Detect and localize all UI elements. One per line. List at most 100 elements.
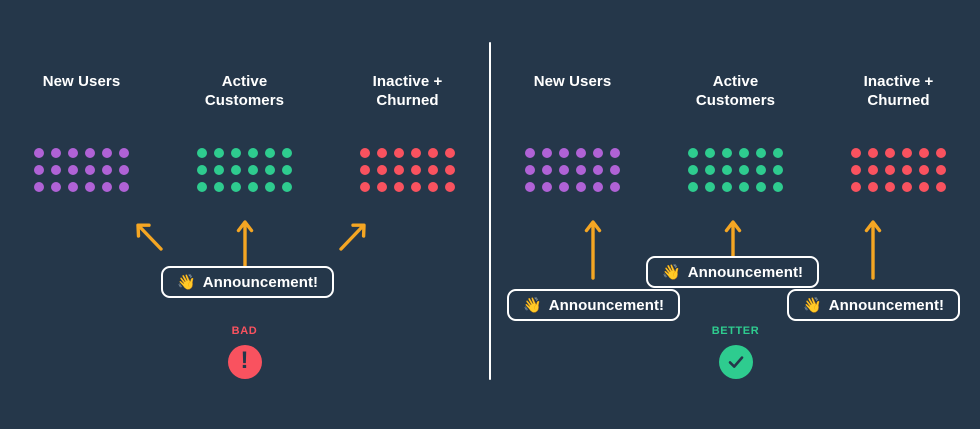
arrow-inactive-churned [863, 218, 883, 280]
dot-grids-better [491, 148, 980, 192]
dot [265, 182, 275, 192]
column-heading-new-users: New Users [533, 73, 612, 90]
dot [231, 148, 241, 158]
dot [265, 148, 275, 158]
announcement-pill-new-users[interactable]: 👋 Announcement! [507, 289, 681, 321]
dot [593, 165, 603, 175]
announcement-label: Announcement! [687, 263, 804, 281]
dot [773, 148, 783, 158]
dot [722, 182, 732, 192]
dot-grid [34, 148, 129, 192]
dot-grid-cell-new-users [491, 148, 654, 192]
announcement-label: Announcement! [202, 273, 319, 291]
verdict-better: BETTER [491, 325, 980, 379]
dot [265, 165, 275, 175]
dot [722, 165, 732, 175]
dot [360, 182, 370, 192]
dot [394, 182, 404, 192]
dot [197, 165, 207, 175]
dot [51, 148, 61, 158]
dot [119, 165, 129, 175]
dot [197, 182, 207, 192]
dot [85, 182, 95, 192]
dot [68, 165, 78, 175]
up-left-arrow-icon [136, 223, 163, 251]
dot [739, 182, 749, 192]
dot [102, 165, 112, 175]
dot [902, 148, 912, 158]
dot [411, 165, 421, 175]
dot [705, 148, 715, 158]
dot [248, 148, 258, 158]
announcement-label: Announcement! [828, 296, 945, 314]
dot [525, 148, 535, 158]
announcement-pill-active-customers[interactable]: 👋 Announcement! [646, 256, 820, 288]
dot [445, 165, 455, 175]
panel-better: New Users Active Customers Inactive + Ch… [491, 0, 980, 429]
dot-grid-cell-inactive-churned [326, 148, 489, 192]
waving-hand-icon: 👋 [523, 296, 542, 314]
dot [688, 182, 698, 192]
dot [885, 165, 895, 175]
dot [542, 165, 552, 175]
verdict-badge-glyph: ! [240, 347, 249, 374]
dot [705, 165, 715, 175]
arrow-inactive-churned [338, 220, 368, 252]
column-heading-new-users: New Users [42, 73, 121, 90]
announcement-pill-inactive-churned[interactable]: 👋 Announcement! [787, 289, 961, 321]
column-heading-active-customers: Active Customers [204, 73, 285, 109]
exclamation-icon: ! [227, 345, 262, 379]
dot [282, 182, 292, 192]
waving-hand-icon: 👋 [803, 296, 822, 314]
dot [919, 148, 929, 158]
dot [885, 182, 895, 192]
dot [739, 165, 749, 175]
dot [394, 165, 404, 175]
dot [610, 148, 620, 158]
dot [525, 182, 535, 192]
dot-grid-cell-new-users [0, 148, 163, 192]
verdict-label: BETTER [711, 325, 760, 337]
dot-grid [360, 148, 455, 192]
dot [936, 165, 946, 175]
dot-grid-cell-active-customers [163, 148, 326, 192]
dot [851, 182, 861, 192]
dot [102, 148, 112, 158]
dot [576, 148, 586, 158]
dot [542, 182, 552, 192]
announcement-label: Announcement! [548, 296, 665, 314]
check-icon [718, 345, 753, 379]
dot [756, 182, 766, 192]
column-heading-inactive-churned: Inactive + Churned [372, 73, 443, 109]
dot-grid [688, 148, 783, 192]
dot [559, 148, 569, 158]
column-heading-inactive-churned: Inactive + Churned [863, 73, 934, 109]
dot [377, 165, 387, 175]
dot [773, 165, 783, 175]
dot [559, 182, 569, 192]
dot [85, 148, 95, 158]
dot [34, 148, 44, 158]
dot [282, 165, 292, 175]
panel-divider [489, 42, 491, 380]
dot [411, 182, 421, 192]
dot [610, 165, 620, 175]
dot [739, 148, 749, 158]
announcement-pill-single[interactable]: 👋 Announcement! [161, 266, 335, 298]
dot [445, 148, 455, 158]
dot [68, 182, 78, 192]
dot [377, 148, 387, 158]
dot-grid-cell-inactive-churned [817, 148, 980, 192]
dot [868, 148, 878, 158]
dot [576, 165, 586, 175]
dot [525, 165, 535, 175]
dot-grid [197, 148, 292, 192]
dot [214, 182, 224, 192]
dot [85, 165, 95, 175]
dot [360, 165, 370, 175]
dot [51, 182, 61, 192]
dot [936, 148, 946, 158]
dot [445, 182, 455, 192]
dot-grid [525, 148, 620, 192]
dot [593, 148, 603, 158]
